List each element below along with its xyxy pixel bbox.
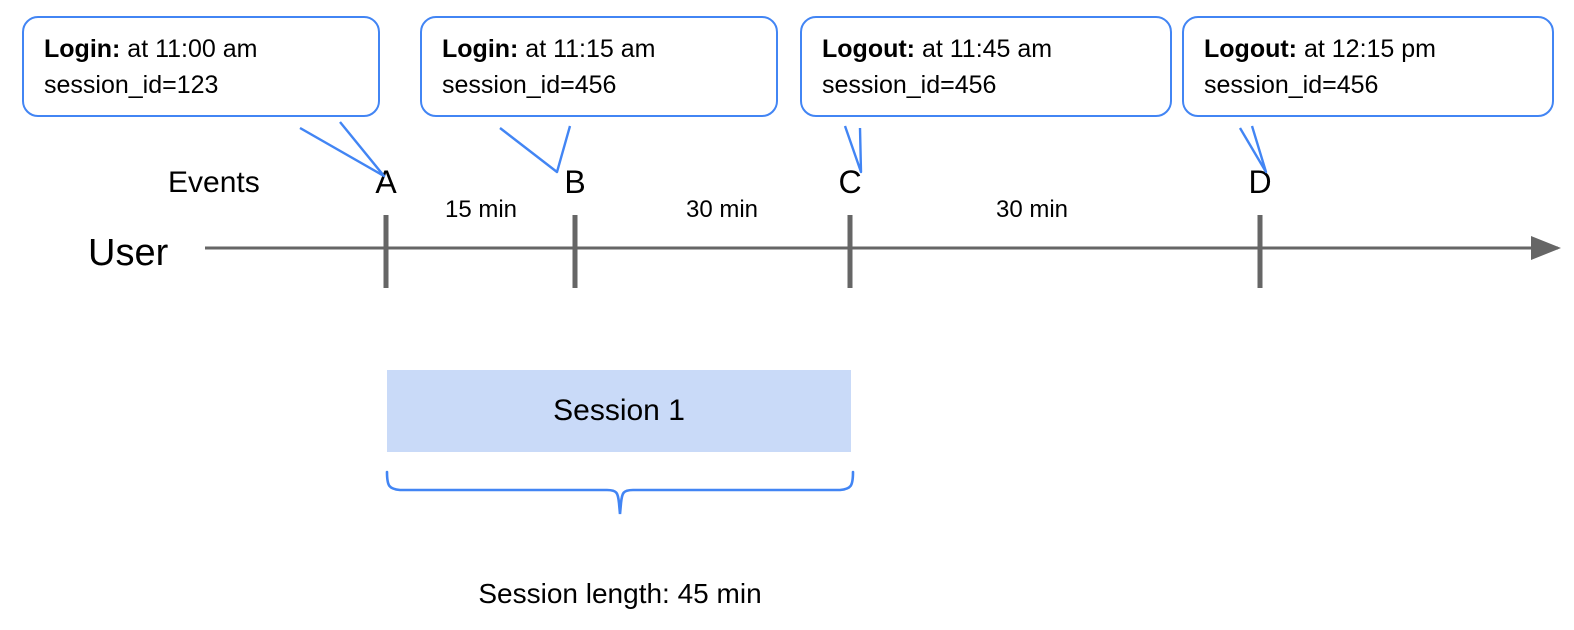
callout-c-event-type: Logout: — [822, 35, 916, 63]
interval-label-ab: 15 min — [444, 196, 518, 223]
callout-bubble-a[interactable]: Login: at 11:00 am session_id=123 — [22, 16, 380, 117]
interval-label-bc: 30 min — [685, 196, 759, 223]
session-brace — [385, 470, 855, 515]
callout-b-event-type: Login: — [442, 35, 519, 63]
callout-a-event-type: Login: — [44, 35, 121, 63]
callout-b-session-id: session_id=456 — [442, 70, 617, 99]
callout-d-event-type: Logout: — [1204, 35, 1298, 63]
user-row-label: User — [88, 232, 169, 274]
callout-bubble-b[interactable]: Login: at 11:15 am session_id=456 — [420, 16, 778, 117]
interval-label-cd: 30 min — [995, 196, 1069, 223]
events-row-label: Events — [168, 166, 260, 199]
callout-b-time: at 11:15 am — [518, 35, 656, 63]
session-length-label: Session length: 45 min — [478, 578, 762, 609]
callout-d-time: at 12:15 pm — [1297, 35, 1436, 63]
callout-a-time: at 11:00 am — [120, 35, 258, 63]
callout-bubble-d[interactable]: Logout: at 12:15 pm session_id=456 — [1182, 16, 1554, 117]
callout-c-time: at 11:45 am — [915, 35, 1053, 63]
callout-a-session-id: session_id=123 — [44, 70, 219, 99]
session-bar[interactable]: Session 1 — [387, 370, 851, 452]
callout-d-session-id: session_id=456 — [1204, 70, 1379, 99]
callout-bubble-c[interactable]: Logout: at 11:45 am session_id=456 — [800, 16, 1172, 117]
callout-c-session-id: session_id=456 — [822, 70, 997, 99]
session-bar-label: Session 1 — [553, 394, 685, 427]
